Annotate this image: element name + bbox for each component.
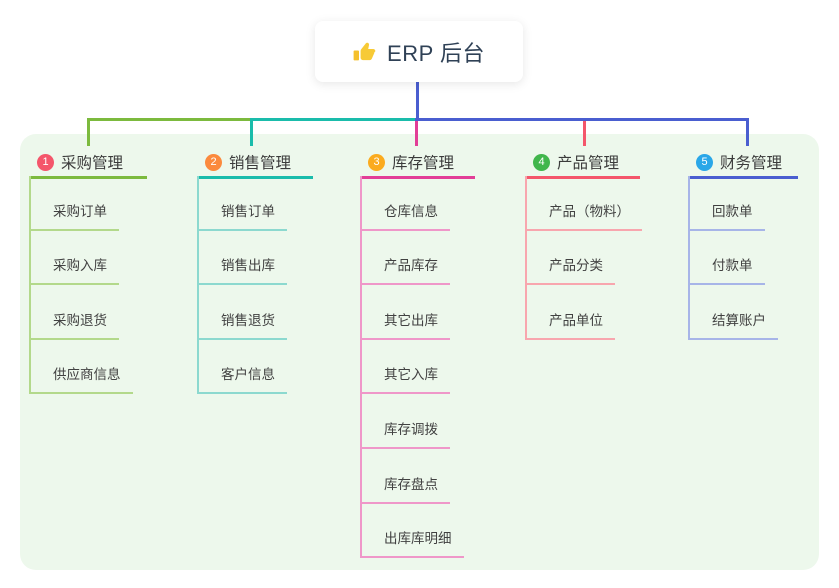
leaf-node[interactable]: 库存盘点 xyxy=(362,473,450,504)
branch-number-badge: 2 xyxy=(205,153,222,171)
branch-underline xyxy=(688,176,798,179)
leaf-row: 客户信息 xyxy=(199,340,313,395)
leaf-row: 产品分类 xyxy=(527,231,640,286)
leaf-row: 采购退货 xyxy=(31,285,147,340)
connector-horizontal-blue xyxy=(415,118,749,121)
branch-purchase: 1 采购管理 采购订单 采购入库 采购退货 供应商信息 xyxy=(29,148,147,395)
connector-horizontal-green xyxy=(87,118,250,121)
leaf-row: 产品（物料） xyxy=(527,176,642,231)
leaf-node[interactable]: 产品（物料） xyxy=(527,200,642,231)
leaf-node[interactable]: 销售退货 xyxy=(199,309,287,340)
branch-number-badge: 5 xyxy=(696,153,713,171)
leaf-row: 销售订单 xyxy=(199,176,313,231)
branch-label: 库存管理 xyxy=(392,155,455,172)
leaf-node[interactable]: 采购退货 xyxy=(31,309,119,340)
branch-product-node[interactable]: 4 产品管理 xyxy=(525,148,640,176)
branch-underline xyxy=(197,176,313,179)
leaf-row: 产品单位 xyxy=(527,285,640,340)
branch-finance: 5 财务管理 回款单 付款单 结算账户 xyxy=(688,148,798,340)
branch-inventory: 3 库存管理 仓库信息 产品库存 其它出库 其它入库 库存调拨 库存盘点 出库库… xyxy=(360,148,475,559)
connector-drop-product xyxy=(583,121,586,146)
branch-inventory-node[interactable]: 3 库存管理 xyxy=(360,148,475,176)
leaf-node[interactable]: 其它出库 xyxy=(362,309,450,340)
leaf-node[interactable]: 结算账户 xyxy=(690,309,778,340)
leaf-row: 采购入库 xyxy=(31,231,147,286)
leaf-row: 库存盘点 xyxy=(362,449,475,504)
branch-underline xyxy=(29,176,147,179)
branch-sales-node[interactable]: 2 销售管理 xyxy=(197,148,313,176)
leaf-node[interactable]: 仓库信息 xyxy=(362,200,450,231)
leaf-node[interactable]: 产品分类 xyxy=(527,254,615,286)
leaf-row: 其它出库 xyxy=(362,285,475,340)
connector-drop-sales xyxy=(250,118,253,146)
leaf-row: 供应商信息 xyxy=(31,340,147,395)
connector-drop-inventory xyxy=(415,121,418,146)
branch-children: 仓库信息 产品库存 其它出库 其它入库 库存调拨 库存盘点 出库库明细 xyxy=(360,176,475,559)
leaf-row: 销售出库 xyxy=(199,231,313,286)
leaf-row: 出库库明细 xyxy=(362,504,475,559)
branch-finance-node[interactable]: 5 财务管理 xyxy=(688,148,798,176)
leaf-node[interactable]: 出库库明细 xyxy=(362,527,464,559)
branch-number-badge: 3 xyxy=(368,153,385,171)
connector-root-vertical xyxy=(416,81,419,119)
branch-label: 销售管理 xyxy=(229,155,292,172)
branch-children: 产品（物料） 产品分类 产品单位 xyxy=(525,176,642,340)
thumbs-up-icon xyxy=(353,40,377,64)
connector-drop-finance xyxy=(746,118,749,146)
leaf-node[interactable]: 销售订单 xyxy=(199,200,287,231)
branch-sales: 2 销售管理 销售订单 销售出库 销售退货 客户信息 xyxy=(197,148,313,395)
leaf-row: 销售退货 xyxy=(199,285,313,340)
branches-panel xyxy=(20,134,819,570)
branch-product: 4 产品管理 产品（物料） 产品分类 产品单位 xyxy=(525,148,642,340)
leaf-row: 仓库信息 xyxy=(362,176,475,231)
branch-label: 采购管理 xyxy=(61,155,124,172)
branch-label: 产品管理 xyxy=(557,155,620,172)
leaf-row: 回款单 xyxy=(690,176,798,231)
leaf-node[interactable]: 客户信息 xyxy=(199,363,287,395)
leaf-node[interactable]: 产品库存 xyxy=(362,254,450,286)
leaf-row: 其它入库 xyxy=(362,340,475,395)
branch-children: 销售订单 销售出库 销售退货 客户信息 xyxy=(197,176,313,395)
leaf-row: 库存调拨 xyxy=(362,394,475,449)
leaf-node[interactable]: 回款单 xyxy=(690,200,765,231)
branch-purchase-node[interactable]: 1 采购管理 xyxy=(29,148,147,176)
leaf-row: 结算账户 xyxy=(690,285,798,340)
branch-underline xyxy=(360,176,475,179)
leaf-row: 采购订单 xyxy=(31,176,147,231)
leaf-node[interactable]: 供应商信息 xyxy=(31,363,133,395)
branch-children: 回款单 付款单 结算账户 xyxy=(688,176,798,340)
root-node[interactable]: ERP 后台 xyxy=(315,21,523,82)
branch-number-badge: 4 xyxy=(533,153,550,171)
leaf-node[interactable]: 采购入库 xyxy=(31,254,119,286)
leaf-node[interactable]: 付款单 xyxy=(690,254,765,286)
branch-children: 采购订单 采购入库 采购退货 供应商信息 xyxy=(29,176,147,395)
leaf-node[interactable]: 销售出库 xyxy=(199,254,287,286)
leaf-row: 产品库存 xyxy=(362,231,475,286)
branch-number-badge: 1 xyxy=(37,153,54,171)
leaf-node[interactable]: 产品单位 xyxy=(527,309,615,340)
root-title: ERP 后台 xyxy=(387,40,485,66)
leaf-node[interactable]: 库存调拨 xyxy=(362,418,450,449)
branch-label: 财务管理 xyxy=(720,155,783,172)
leaf-row: 付款单 xyxy=(690,231,798,286)
connector-drop-purchase xyxy=(87,118,90,146)
leaf-node[interactable]: 其它入库 xyxy=(362,363,450,395)
leaf-node[interactable]: 采购订单 xyxy=(31,200,119,231)
connector-horizontal-teal xyxy=(250,118,415,121)
branch-underline xyxy=(525,176,640,179)
